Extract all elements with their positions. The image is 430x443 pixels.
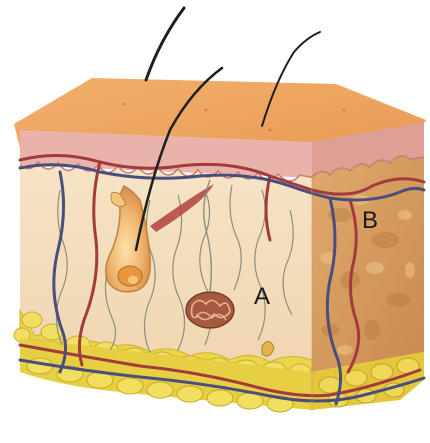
label-b: B [362, 207, 378, 234]
label-a: A [254, 283, 270, 310]
